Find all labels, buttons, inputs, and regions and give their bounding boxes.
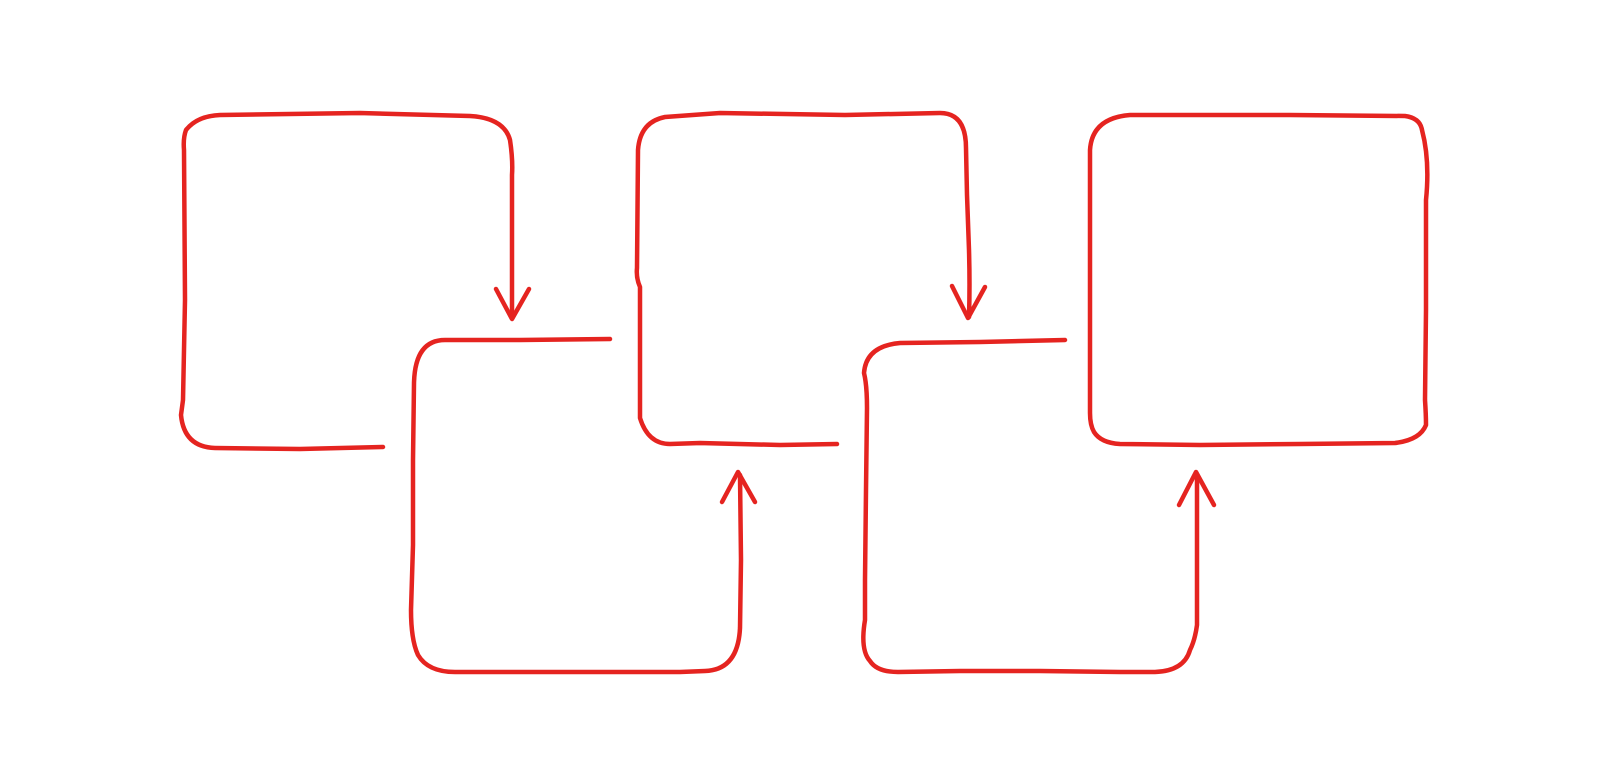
box-1-outline [178, 110, 515, 452]
box-3-outline [634, 110, 972, 448]
box-1-arrowhead [493, 286, 532, 322]
box-2-arrowhead [719, 469, 758, 505]
box-5-outline [1087, 112, 1430, 448]
box-4-arrowhead [1176, 469, 1217, 508]
box-2-outline [408, 336, 744, 675]
box-4-outline [861, 337, 1200, 675]
box-3-arrowhead [949, 283, 988, 321]
